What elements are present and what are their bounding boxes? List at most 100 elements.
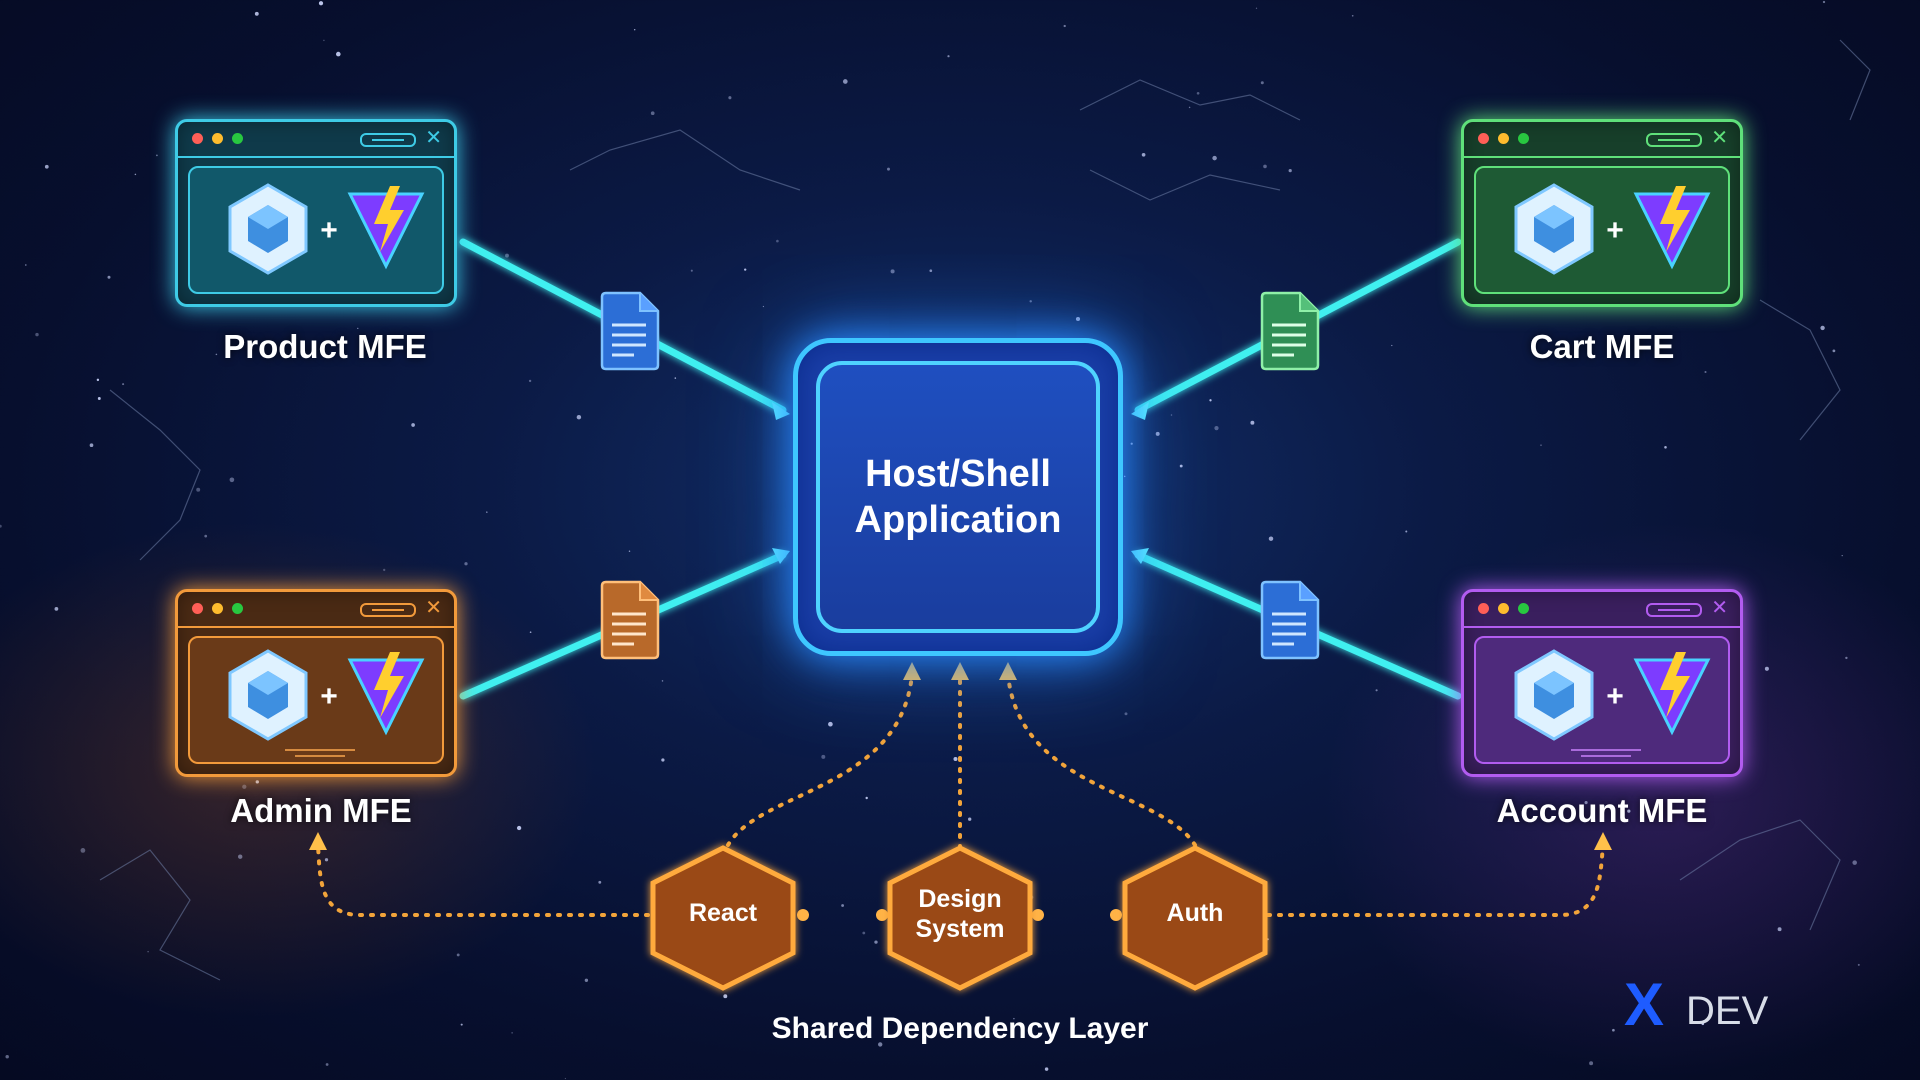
star <box>821 754 826 759</box>
star <box>1627 809 1631 813</box>
star <box>661 758 665 762</box>
star <box>1822 0 1826 4</box>
star <box>723 994 728 999</box>
star <box>1268 536 1274 541</box>
star <box>1701 1022 1705 1026</box>
star <box>690 269 693 272</box>
brand-text: DEV <box>1686 989 1769 1033</box>
star <box>1123 475 1126 478</box>
star <box>89 443 94 448</box>
star <box>97 397 101 400</box>
star <box>762 305 765 308</box>
connector-node <box>876 909 888 921</box>
hex-auth-label: Auth <box>1166 899 1224 927</box>
plus-sign: + <box>1606 680 1624 713</box>
document-icon <box>1260 580 1320 660</box>
star <box>44 164 49 169</box>
star <box>874 940 878 944</box>
star <box>1857 963 1860 966</box>
plus-sign: + <box>1606 214 1624 247</box>
brand-mark: X <box>1624 971 1665 1038</box>
star <box>887 167 890 171</box>
host-title: Host/Shell Application <box>838 451 1078 543</box>
star <box>890 269 895 274</box>
star <box>464 562 468 566</box>
admin-mfe-label: Admin MFE <box>230 792 412 829</box>
document-icon <box>600 291 660 371</box>
star <box>1832 349 1836 353</box>
star <box>336 51 341 57</box>
star <box>196 487 201 492</box>
star <box>828 721 833 727</box>
connector-node <box>1032 909 1044 921</box>
star <box>841 904 845 907</box>
star <box>1601 805 1606 809</box>
star <box>1044 1067 1049 1071</box>
star <box>122 383 125 386</box>
admin-mfe-window: ✕ + <box>175 589 457 777</box>
star <box>1584 801 1588 805</box>
star <box>528 379 532 383</box>
host-title-line2: Application <box>854 499 1062 541</box>
star <box>1777 927 1782 932</box>
star <box>1063 24 1066 28</box>
star <box>411 423 415 427</box>
star <box>460 1023 463 1026</box>
star <box>456 953 460 957</box>
star <box>728 96 732 100</box>
star <box>255 780 259 784</box>
connector-node <box>1110 909 1122 921</box>
star <box>505 253 509 258</box>
star <box>486 511 488 513</box>
star <box>968 817 972 821</box>
star <box>1029 300 1032 303</box>
close-icon: ✕ <box>1711 127 1728 149</box>
star <box>842 79 848 84</box>
star <box>633 28 636 31</box>
star <box>1170 414 1173 416</box>
star <box>661 680 664 682</box>
star <box>147 950 149 953</box>
star <box>953 756 958 762</box>
cube-icon <box>1514 649 1594 741</box>
product-mfe-label: Product MFE <box>223 328 427 365</box>
star <box>242 784 247 789</box>
star <box>1589 1061 1594 1066</box>
star <box>357 327 359 330</box>
star <box>1155 431 1160 436</box>
close-icon: ✕ <box>425 127 442 149</box>
document-icon <box>600 580 660 660</box>
star <box>1141 152 1146 157</box>
star <box>929 269 933 273</box>
star <box>1075 316 1081 322</box>
host-shell-application: Host/Shell Application <box>793 338 1123 656</box>
star <box>1764 666 1769 671</box>
star <box>96 378 100 382</box>
star <box>776 239 779 243</box>
hex-react <box>650 845 796 991</box>
cart-mfe-window: ✕ + <box>1461 119 1743 307</box>
host-title-line1: Host/Shell <box>865 453 1051 495</box>
connector-arrowheads <box>772 402 1149 564</box>
star <box>107 275 111 279</box>
cube-icon <box>228 649 308 741</box>
star <box>1664 446 1667 449</box>
star <box>254 11 259 16</box>
star <box>5 1054 9 1059</box>
plus-sign: + <box>320 680 338 713</box>
star <box>598 880 602 884</box>
star <box>1351 14 1354 17</box>
star <box>576 414 582 420</box>
star <box>215 353 218 356</box>
lightning-icon <box>1633 186 1711 270</box>
brand-logo: X DEV <box>1624 975 1784 1035</box>
star <box>325 1063 329 1066</box>
star <box>650 111 655 116</box>
star <box>529 631 532 634</box>
star <box>947 55 950 58</box>
star <box>878 1042 883 1047</box>
star <box>0 524 2 528</box>
close-icon: ✕ <box>1711 597 1728 619</box>
star <box>1820 325 1825 331</box>
hex-react-label: React <box>688 899 758 927</box>
